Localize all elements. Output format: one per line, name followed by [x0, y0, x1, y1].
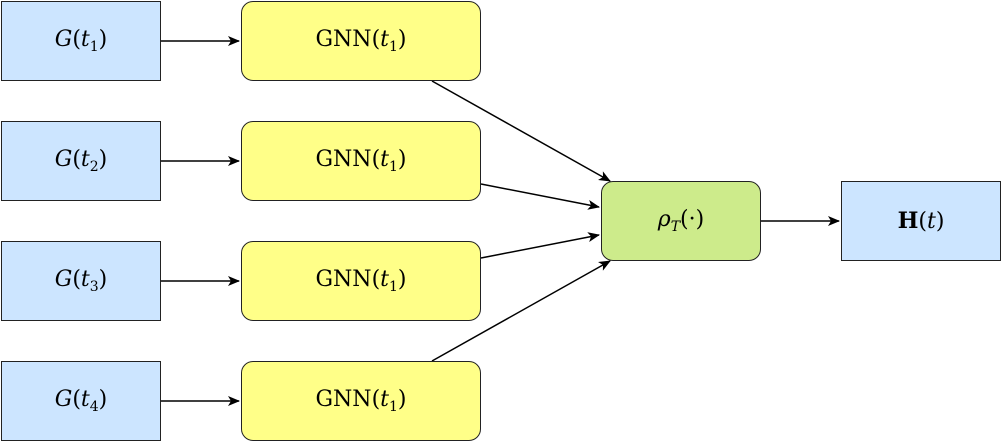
gnn-label: GNN(t1) [315, 147, 407, 175]
edge-gnn-3-to-aggregator [480, 232, 600, 259]
input-node-graph-t2: G(t2) [1, 121, 161, 201]
input-label: G(t1) [54, 27, 108, 55]
edge-gnn-2-to-aggregator [480, 183, 600, 210]
gnn-label: GNN(t1) [315, 27, 407, 55]
input-label: G(t4) [54, 387, 108, 415]
aggregator-node: ρT(·) [601, 181, 761, 261]
input-node-graph-t3: G(t3) [1, 241, 161, 321]
input-label: G(t2) [54, 147, 108, 175]
gnn-label: GNN(t1) [315, 267, 407, 295]
gnn-node-3: GNN(t1) [241, 241, 481, 321]
input-label: G(t3) [54, 267, 108, 295]
gnn-label: GNN(t1) [315, 387, 407, 415]
edge-gnn-4-to-aggregator [431, 260, 611, 362]
gnn-node-2: GNN(t1) [241, 121, 481, 201]
gnn-node-1: GNN(t1) [241, 1, 481, 81]
output-label: H(t) [897, 208, 945, 234]
input-node-graph-t4: G(t4) [1, 361, 161, 441]
output-node: H(t) [841, 181, 1001, 261]
gnn-node-4: GNN(t1) [241, 361, 481, 441]
aggregator-label: ρT(·) [657, 207, 705, 235]
edge-gnn-1-to-aggregator [431, 80, 611, 182]
input-node-graph-t1: G(t1) [1, 1, 161, 81]
